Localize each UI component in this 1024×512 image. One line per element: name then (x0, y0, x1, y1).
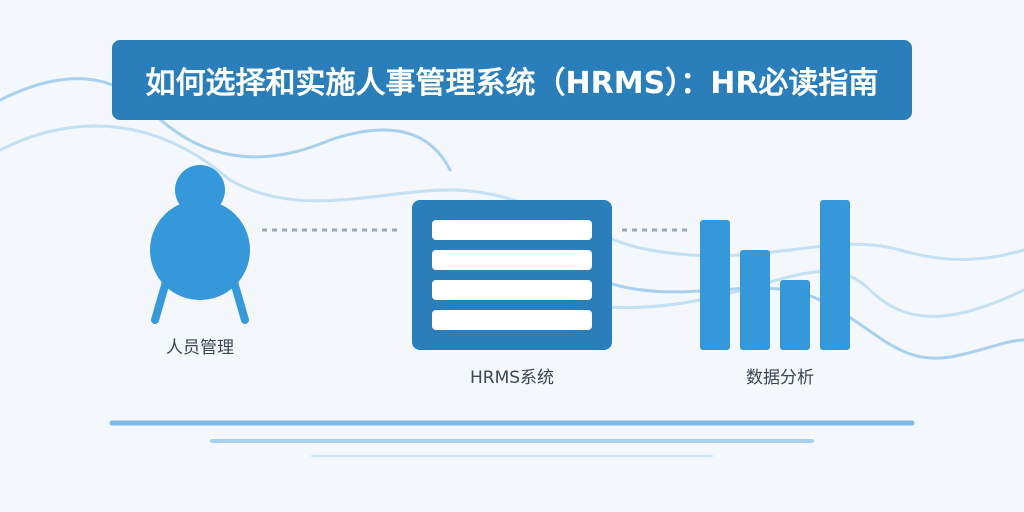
wave-4 (598, 278, 1024, 360)
document-line (432, 220, 592, 240)
chart-bar (740, 250, 770, 350)
page-title: 如何选择和实施人事管理系统（HRMS）：HR必读指南 (145, 66, 879, 101)
data-analytics-label: 数据分析 (746, 368, 814, 388)
person-leg-left (151, 278, 170, 324)
document-line (432, 250, 592, 270)
chart-bar (700, 220, 730, 350)
document-list-icon (412, 200, 612, 350)
person-icon (150, 165, 250, 324)
document-line (432, 280, 592, 300)
hrms-system-label: HRMS系统 (469, 368, 555, 388)
document-line (432, 310, 592, 330)
title-banner: 如何选择和实施人事管理系统（HRMS）：HR必读指南 (112, 40, 912, 120)
people-management-label: 人员管理 (166, 338, 234, 358)
wave-1 (0, 77, 452, 172)
bar-chart-icon (700, 200, 850, 350)
person-leg-right (230, 278, 249, 324)
chart-bar (820, 200, 850, 350)
person-body (150, 200, 250, 300)
chart-bar (780, 280, 810, 350)
